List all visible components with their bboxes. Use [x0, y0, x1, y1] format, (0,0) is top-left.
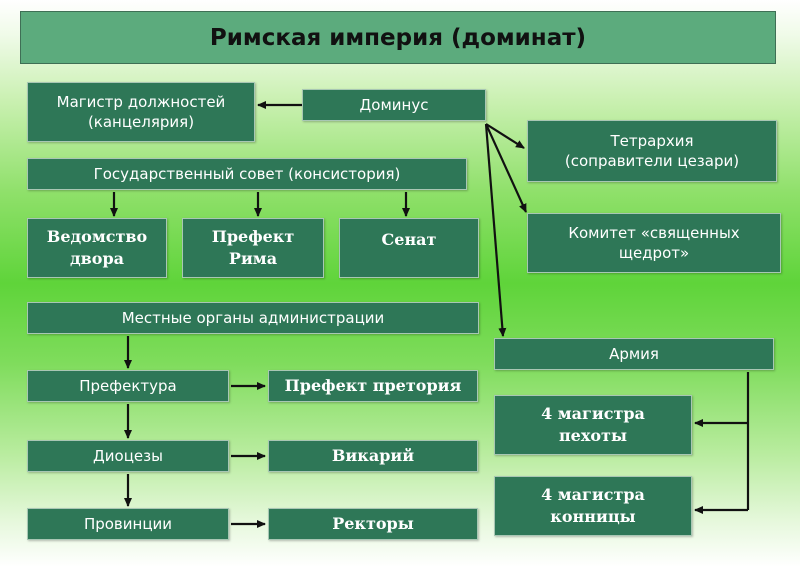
node-infantry: 4 магистра пехоты	[494, 395, 692, 455]
node-provinces: Провинции	[27, 508, 229, 540]
arrow-dominus-to-tetrarchy	[485, 123, 525, 149]
arrow-dominus-to-army	[484, 123, 507, 337]
node-local-admin: Местные органы администрации	[27, 302, 479, 334]
node-vicar: Викарий	[268, 440, 478, 472]
diagram-title: Римская империя (доминат)	[20, 11, 776, 64]
node-prefecture: Префектура	[27, 370, 229, 402]
node-praetorian-prefect: Префект претория	[268, 370, 478, 402]
node-tetrarchy: Тетрархия (соправители цезари)	[527, 120, 777, 182]
node-senate: Сенат	[339, 218, 479, 278]
node-dominus: Доминус	[302, 89, 486, 121]
node-court: Ведомство двора	[27, 218, 167, 278]
node-council: Государственный совет (консистория)	[27, 158, 467, 190]
node-prefect-rome: Префект Рима	[182, 218, 324, 278]
node-army: Армия	[494, 338, 774, 370]
node-rectors: Ректоры	[268, 508, 478, 540]
node-committee: Комитет «священных щедрот»	[527, 213, 781, 273]
node-cavalry: 4 магистра конницы	[494, 476, 692, 536]
node-magistr: Магистр должностей (канцелярия)	[27, 82, 255, 142]
node-dioceses: Диоцезы	[27, 440, 229, 472]
arrow-dominus-to-committee	[484, 123, 528, 213]
